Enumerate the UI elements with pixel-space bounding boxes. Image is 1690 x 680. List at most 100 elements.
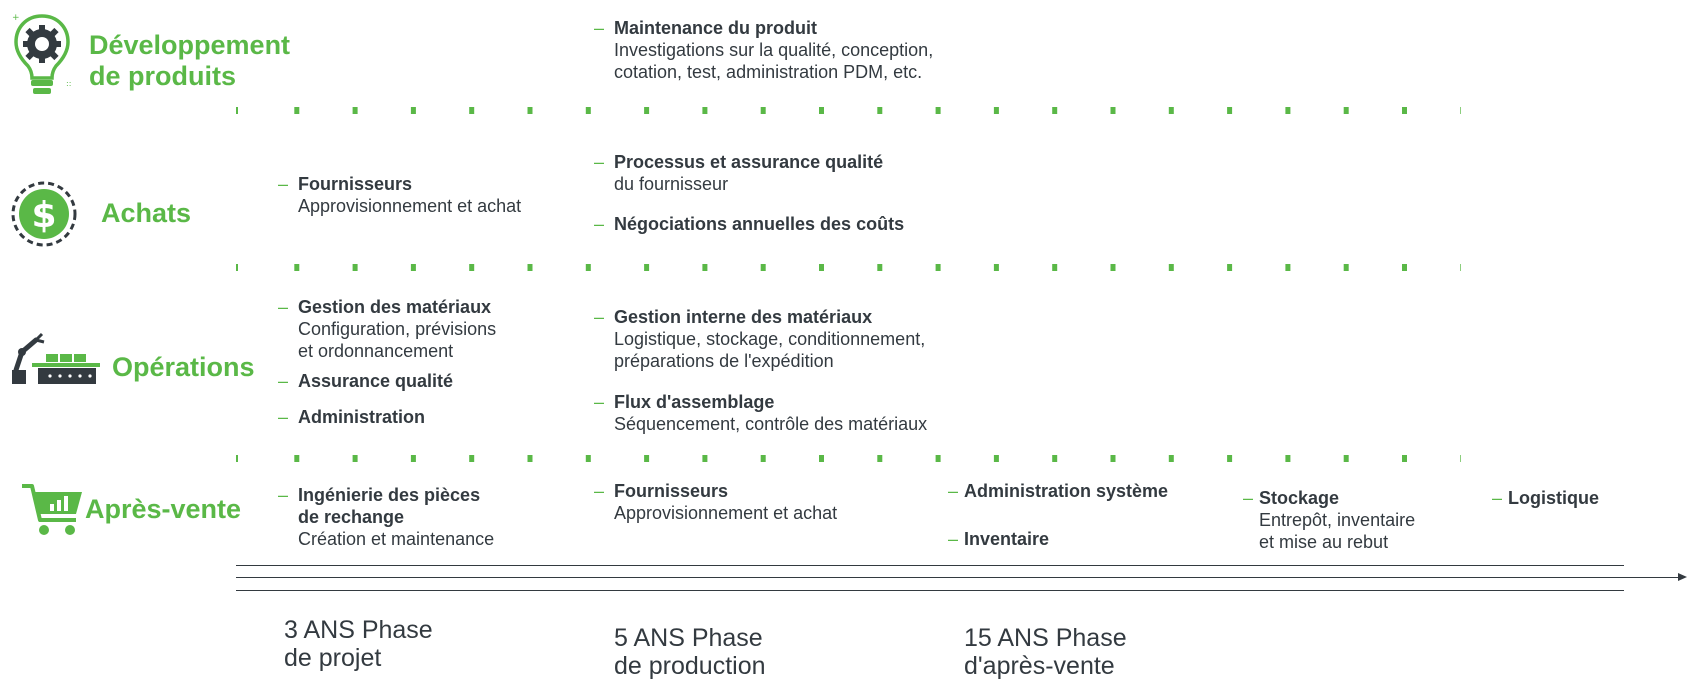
- item-title: Flux d'assemblage: [614, 392, 775, 412]
- separator-dot: [1343, 264, 1349, 271]
- separator-dot: [760, 107, 766, 114]
- separator-dot: [1168, 107, 1174, 114]
- separator-dot: [935, 107, 941, 114]
- item-title: Ingénierie des pièces de rechange: [298, 485, 481, 527]
- separator-dot: [1110, 107, 1116, 114]
- item-subtitle: Création et maintenance: [298, 529, 495, 549]
- separator-dot: [1343, 455, 1349, 462]
- svg-text:::: ::: [66, 79, 71, 88]
- separator-dot: [236, 107, 238, 114]
- separator-dot: [993, 455, 999, 462]
- item-title: Fournisseurs: [614, 481, 729, 501]
- separator-dot: [236, 455, 238, 462]
- category-title-dev: Développement de produits: [89, 30, 290, 92]
- phase-label-production: 5 ANS Phase de production: [614, 624, 766, 680]
- item-subtitle: Entrepôt, inventaire et mise au rebut: [1259, 510, 1416, 552]
- separator-dot: [1285, 107, 1291, 114]
- dollar-coin-icon: $: [10, 180, 78, 248]
- separator-dot: [1227, 455, 1233, 462]
- separator-dot: [760, 455, 766, 462]
- separator-dot: [294, 455, 300, 462]
- robot-arm-conveyor-icon: [8, 330, 100, 386]
- item-title: Assurance qualité: [298, 371, 454, 391]
- separator-dot: [1460, 264, 1461, 271]
- separator-dot: [1285, 264, 1291, 271]
- separator-dot: [819, 264, 824, 271]
- list-item-assurance-qualite: – Assurance qualité: [278, 371, 454, 391]
- item-subtitle: Logistique, stockage, conditionnement, p…: [614, 329, 926, 371]
- item-subtitle: Investigations sur la qualité, conceptio…: [614, 40, 934, 82]
- list-item-gestion-materiaux: – Gestion des matériaux Configuration, p…: [278, 297, 497, 361]
- phase-label-projet: 3 ANS Phase de projet: [284, 616, 433, 672]
- item-title: Logistique: [1508, 488, 1599, 508]
- separator-dot: [1168, 264, 1174, 271]
- item-subtitle: Approvisionnement et achat: [614, 503, 838, 523]
- separator-dot: [410, 455, 416, 462]
- item-title: Négociations annuelles des coûts: [614, 214, 905, 234]
- separator-dot: [527, 107, 533, 114]
- category-title-dev-line2: de produits: [89, 61, 236, 91]
- timeline-arrow-head-icon: [1678, 573, 1687, 581]
- item-title: Fournisseurs: [298, 174, 413, 194]
- list-item-flux-assemblage: – Flux d'assemblage Séquencement, contrô…: [594, 392, 928, 434]
- separator-dot: [1460, 455, 1461, 462]
- separator-dot: [527, 264, 533, 271]
- separator-dot: [585, 264, 591, 271]
- separator-dot: [1227, 264, 1233, 271]
- list-item-processus-qualite: – Processus et assurance qualité du four…: [594, 152, 884, 194]
- separator-dot: [1110, 264, 1116, 271]
- item-title: Stockage: [1259, 488, 1340, 508]
- separator-dot: [993, 264, 999, 271]
- list-item-inventaire: – Inventaire: [948, 529, 1050, 549]
- separator-dot: [644, 455, 650, 462]
- separator-dot: [352, 107, 358, 114]
- separator-dots-3: [236, 455, 1461, 463]
- separator-dot: [1285, 455, 1291, 462]
- separator-dot: [819, 455, 824, 462]
- category-title-apres-vente: Après-vente: [85, 494, 242, 524]
- separator-dot: [527, 455, 533, 462]
- separator-dot: [993, 107, 999, 114]
- svg-text:$: $: [31, 195, 56, 236]
- separator-dot: [410, 107, 416, 114]
- item-subtitle: Approvisionnement et achat: [298, 196, 522, 216]
- separator-dot: [877, 107, 883, 114]
- separator-dot: [702, 107, 708, 114]
- category-title-dev-line1: Développement: [89, 30, 291, 60]
- item-title: Inventaire: [964, 529, 1050, 549]
- list-item-admin-systeme: – Administration système: [948, 481, 1169, 501]
- separator-dot: [1227, 107, 1233, 114]
- separator-dot: [702, 455, 708, 462]
- list-item-logistique: – Logistique: [1492, 488, 1599, 508]
- separator-dot: [644, 107, 650, 114]
- separator-dot: [935, 455, 941, 462]
- separator-dot: [469, 455, 475, 462]
- item-subtitle: Séquencement, contrôle des matériaux: [614, 414, 928, 434]
- separator-dot: [935, 264, 941, 271]
- separator-dot: [1460, 107, 1461, 114]
- separator-dot: [1402, 264, 1407, 271]
- list-item-fournisseurs-apres: – Fournisseurs Approvisionnement et acha…: [594, 481, 838, 523]
- separator-dot: [1402, 455, 1407, 462]
- separator-dot: [469, 264, 475, 271]
- lightbulb-gear-icon: + ::: [8, 10, 74, 100]
- separator-dot: [410, 264, 416, 271]
- separator-dot: [1168, 455, 1174, 462]
- list-item-stockage: – Stockage Entrepôt, inventaire et mise …: [1243, 488, 1416, 552]
- list-item-gestion-interne: – Gestion interne des matériaux Logistiq…: [594, 307, 926, 371]
- svg-text:+: +: [12, 13, 20, 23]
- separator-dot: [469, 107, 475, 114]
- item-subtitle: du fournisseur: [614, 174, 729, 194]
- item-title: Maintenance du produit: [614, 18, 818, 38]
- separator-dot: [819, 107, 824, 114]
- separator-dot: [1052, 455, 1058, 462]
- list-item-negociations: – Négociations annuelles des coûts: [594, 214, 905, 234]
- separator-dots-2: [236, 264, 1461, 272]
- separator-dot: [644, 264, 650, 271]
- separator-dot: [294, 264, 300, 271]
- separator-dot: [236, 264, 238, 271]
- separator-dot: [760, 264, 766, 271]
- shopping-cart-chart-icon: [20, 482, 86, 538]
- list-item-ingenierie-pieces: – Ingénierie des pièces de rechange Créa…: [278, 485, 495, 549]
- timeline-line-top: [236, 565, 1624, 566]
